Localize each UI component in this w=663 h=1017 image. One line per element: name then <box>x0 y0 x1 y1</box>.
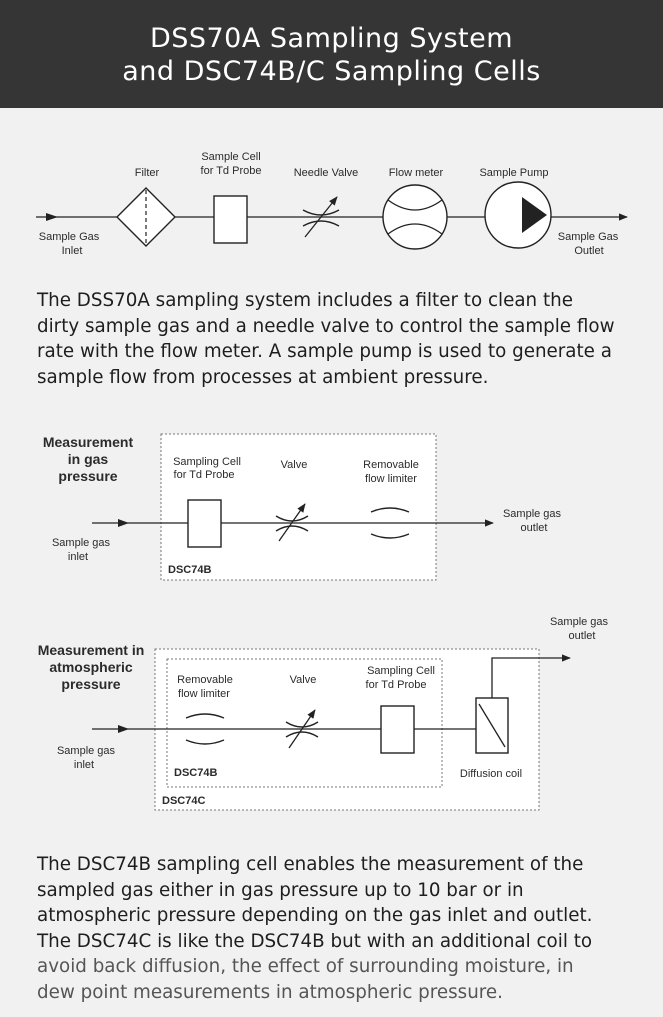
dsc74b-label: DSC74B <box>168 564 211 576</box>
heading-line-1: Measurement in <box>38 642 145 658</box>
sampling-cell-icon <box>187 499 222 548</box>
needle-valve-label: Needle Valve <box>294 167 359 179</box>
paragraph1-line: rate with the flow meter. A sample pump … <box>37 341 612 362</box>
page-title-line2: and DSC74B/C Sampling Cells <box>122 56 541 87</box>
cell-label-1: Sampling Cell <box>173 456 241 468</box>
diffusion-coil-label: Diffusion coil <box>460 768 522 780</box>
page-title-line1: DSS70A Sampling System <box>149 23 514 54</box>
dsc74c-atmospheric-diagram: Measurement in atmospheric pressure Samp… <box>0 610 663 815</box>
paragraph-dss70a: The DSS70A sampling system includes a fi… <box>37 288 637 390</box>
limiter-label-1: Removable <box>177 674 233 686</box>
heading-line-2: atmospheric <box>49 659 132 675</box>
inlet-label-1: Sample Gas <box>39 231 100 243</box>
heading-line-3: pressure <box>58 468 117 484</box>
valve-label: Valve <box>281 459 308 471</box>
limiter-label-1: Removable <box>363 459 419 471</box>
paragraph2-line: The DSC74C is like the DSC74B but with a… <box>37 930 593 952</box>
limiter-label-2: flow limiter <box>178 688 230 700</box>
inlet-arrow-icon <box>118 725 129 733</box>
heading-line-1: Measurement <box>43 434 134 450</box>
paragraph1-line: dirty sample gas and a needle valve to c… <box>37 315 615 337</box>
paragraph-dsc74: The DSC74B sampling cell enables the mea… <box>37 852 637 1005</box>
outlet-label-2: outlet <box>569 630 596 642</box>
flow-meter-label: Flow meter <box>389 167 444 179</box>
sample-pump-label: Sample Pump <box>479 167 548 179</box>
diffusion-coil-icon <box>475 697 509 754</box>
paragraph2-line: sampled gas either in gas pressure up to… <box>37 879 524 901</box>
filter-icon <box>116 187 176 247</box>
sample-cell-label-2: for Td Probe <box>201 165 262 177</box>
outlet-line <box>491 654 571 706</box>
paragraph2-line: dew point measurements in atmospheric pr… <box>37 981 503 1003</box>
paragraph2-line: atmospheric pressure depending on the ga… <box>37 905 593 926</box>
page-header: DSS70A Sampling System and DSC74B/C Samp… <box>0 0 663 108</box>
inlet-label-2: inlet <box>74 759 94 771</box>
valve-icon <box>275 503 309 542</box>
outlet-label-1: Sample Gas <box>558 231 619 243</box>
flow-limiter-icon <box>185 713 225 745</box>
dsc74b-label: DSC74B <box>174 767 217 779</box>
sample-cell-icon <box>213 195 248 244</box>
inlet-label-2: inlet <box>68 551 88 563</box>
valve-label: Valve <box>290 674 317 686</box>
flow-limiter-icon <box>370 507 410 539</box>
paragraph1-line: The DSS70A sampling system includes a fi… <box>37 290 573 311</box>
inlet-label-1: Sample gas <box>52 537 111 549</box>
heading-line-3: pressure <box>61 676 120 692</box>
limiter-label-2: flow limiter <box>365 473 417 485</box>
filter-label: Filter <box>135 167 160 179</box>
flow-meter-icon <box>382 184 448 250</box>
paragraph1-line: sample flow from processes at ambient pr… <box>37 366 489 388</box>
cell-label-2: for Td Probe <box>366 679 427 691</box>
needle-valve-icon <box>302 196 340 238</box>
paragraph2-line: The DSC74B sampling cell enables the mea… <box>37 854 584 875</box>
outlet-label-2: outlet <box>521 522 548 534</box>
inlet-label-2: Inlet <box>62 245 83 257</box>
sampling-cell-icon <box>380 705 415 754</box>
dsc74b-gas-pressure-diagram: Measurement in gas pressure Sampling Cel… <box>0 425 663 585</box>
inlet-label-1: Sample gas <box>57 745 116 757</box>
heading-line-2: in gas <box>68 451 109 467</box>
cell-label-1: Sampling Cell <box>367 665 435 677</box>
dsc74c-label: DSC74C <box>162 795 205 807</box>
sample-pump-icon <box>484 181 552 249</box>
dss70a-flow-diagram: Filter Sample Cell for Td Probe Needle V… <box>0 140 663 280</box>
valve-icon <box>285 709 319 749</box>
outlet-label-2: Outlet <box>574 245 603 257</box>
paragraph2-line: avoid back diffusion, the effect of surr… <box>37 956 574 977</box>
outlet-label-1: Sample gas <box>550 616 609 628</box>
outlet-label-1: Sample gas <box>503 508 562 520</box>
inlet-arrow-icon <box>118 519 129 527</box>
sample-cell-label-1: Sample Cell <box>201 151 260 163</box>
cell-label-2: for Td Probe <box>174 469 235 481</box>
inlet-arrow-icon <box>46 213 58 221</box>
